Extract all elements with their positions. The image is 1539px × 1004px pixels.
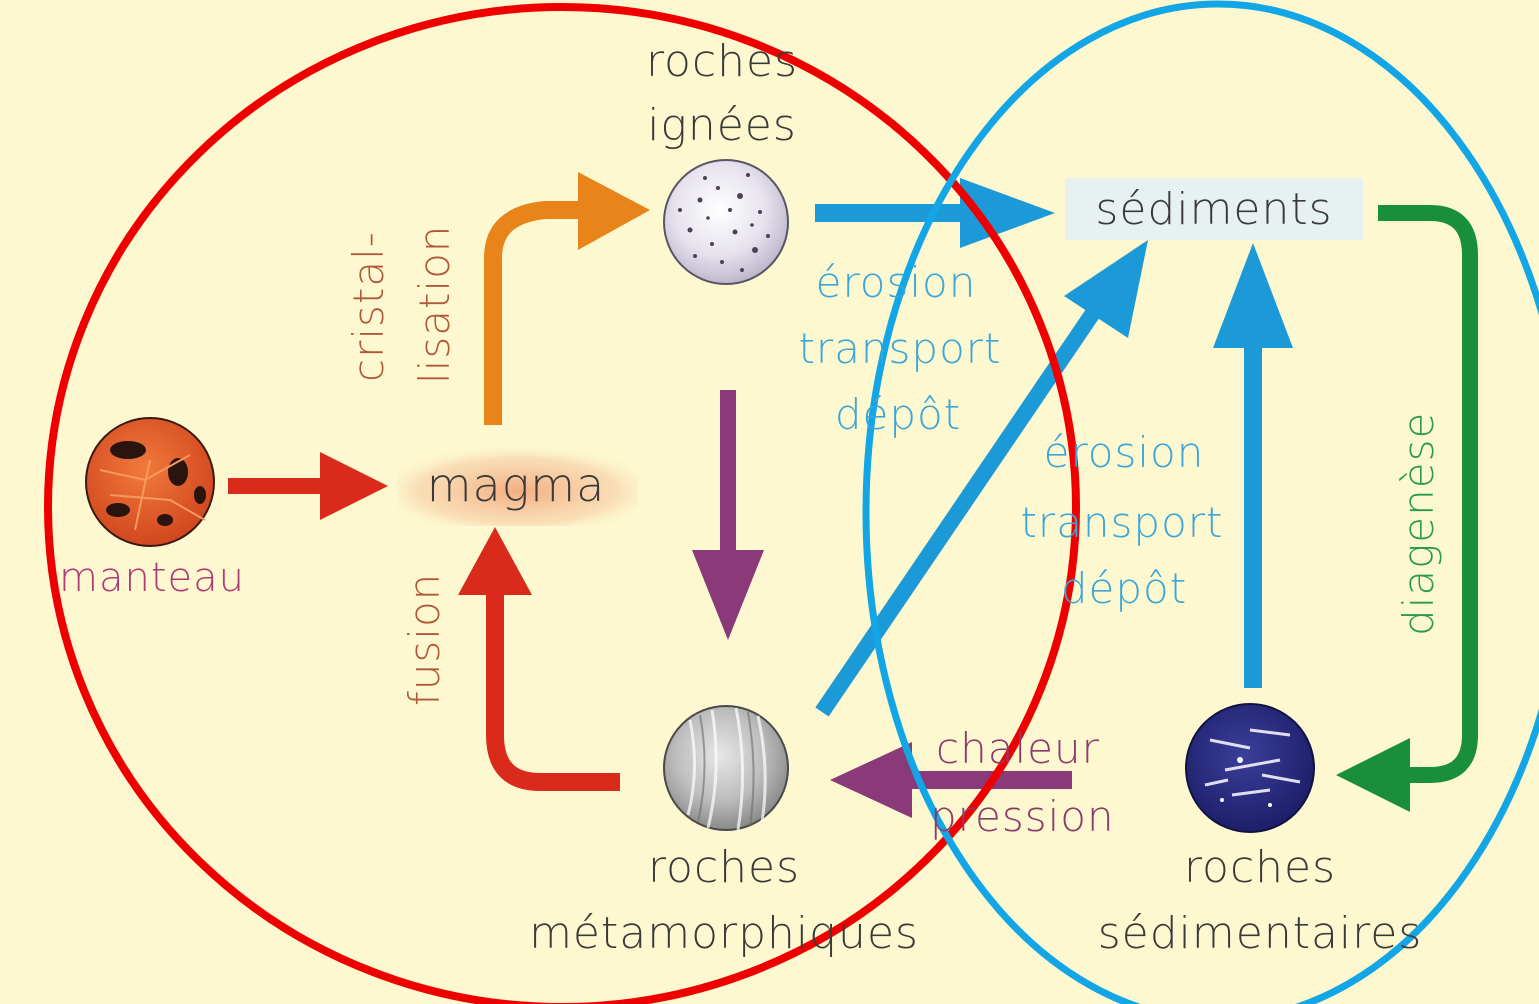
metamorphic-rock-sample	[663, 705, 789, 831]
arrow-igneous-to-metamorphic	[692, 390, 764, 640]
arrow-diagenese	[1336, 205, 1478, 812]
magma-label: magma	[426, 458, 606, 512]
arrow-fusion	[458, 527, 620, 791]
arrow-metamorphic-to-sediments	[815, 240, 1148, 717]
erosion-a-label-line2: transport	[798, 324, 1002, 373]
igneous-rocks-label-line2: ignées	[647, 100, 797, 151]
erosion-b-label-line3: dépôt	[1060, 564, 1188, 613]
sedimentary-rocks-label-line2: sédimentaires	[1097, 908, 1423, 959]
erosion-b-label-line1: érosion	[1043, 428, 1205, 477]
blue-circle-overlay	[862, 0, 1539, 1004]
metamorphic-rocks-label-line1: roches	[647, 842, 801, 893]
pression-label: pression	[930, 792, 1115, 841]
metamorphic-rocks-label-line2: métamorphiques	[529, 908, 919, 959]
arrow-chaleur-pression	[830, 742, 1072, 818]
sediments-label: sédiments	[1095, 184, 1333, 235]
cristallisation-label-line2: lisation	[410, 224, 459, 384]
cristallisation-label-line1: cristal-	[344, 231, 393, 382]
fusion-label: fusion	[400, 572, 449, 706]
erosion-a-label-line3: dépôt	[834, 390, 962, 439]
diagenese-label: diagenèse	[1394, 411, 1443, 636]
erosion-b-label-line2: transport	[1020, 498, 1224, 547]
red-circle-overlay	[44, 3, 1080, 1004]
arrow-cristallisation	[484, 172, 650, 425]
magma-glow	[398, 448, 638, 526]
erosion-a-label-line1: érosion	[815, 258, 977, 307]
igneous-rocks-label-line1: roches	[645, 36, 799, 87]
mantle-label: manteau	[59, 555, 245, 601]
sedimentary-rock-sample	[1185, 703, 1315, 833]
igneous-rock-sample	[663, 159, 789, 285]
sedimentary-rocks-label-line1: roches	[1183, 842, 1337, 893]
mantle-rock-sample	[85, 417, 215, 547]
arrow-manteau-to-magma	[228, 452, 388, 520]
arrow-sedimentary-to-sediments	[1213, 243, 1293, 688]
chaleur-label: chaleur	[936, 724, 1100, 773]
sediments-label-box	[1065, 178, 1363, 240]
arrow-igneous-to-sediments	[815, 178, 1055, 248]
